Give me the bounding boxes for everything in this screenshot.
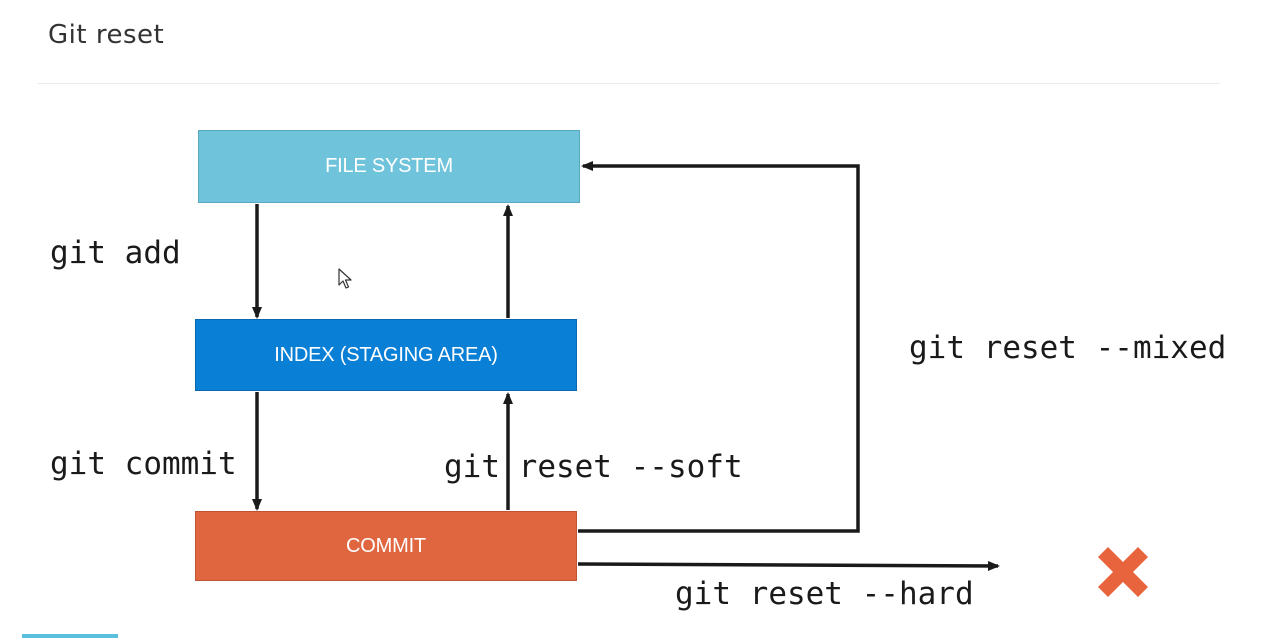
file-system-label: FILE SYSTEM [325, 155, 453, 177]
page-title: Git reset [48, 20, 165, 50]
commit-label: COMMIT [346, 534, 426, 557]
index-label: INDEX (STAGING AREA) [274, 343, 498, 366]
git-reset-mixed-label: git reset --mixed [909, 330, 1227, 366]
arrow-git-reset-mixed [578, 161, 860, 533]
git-add-label: git add [50, 235, 181, 271]
git-commit-label: git commit [50, 446, 237, 482]
file-system-node: FILE SYSTEM [198, 130, 580, 203]
git-reset-soft-label: git reset --soft [444, 449, 743, 485]
arrow-git-reset-hard [577, 560, 1000, 571]
index-node: INDEX (STAGING AREA) [195, 319, 577, 391]
x-mark-icon [1098, 547, 1148, 597]
git-reset-hard-label: git reset --hard [675, 576, 974, 612]
mouse-pointer-icon [338, 268, 352, 289]
commit-node: COMMIT [195, 511, 577, 581]
title-divider [38, 83, 1220, 84]
bottom-tab-indicator [22, 634, 118, 638]
